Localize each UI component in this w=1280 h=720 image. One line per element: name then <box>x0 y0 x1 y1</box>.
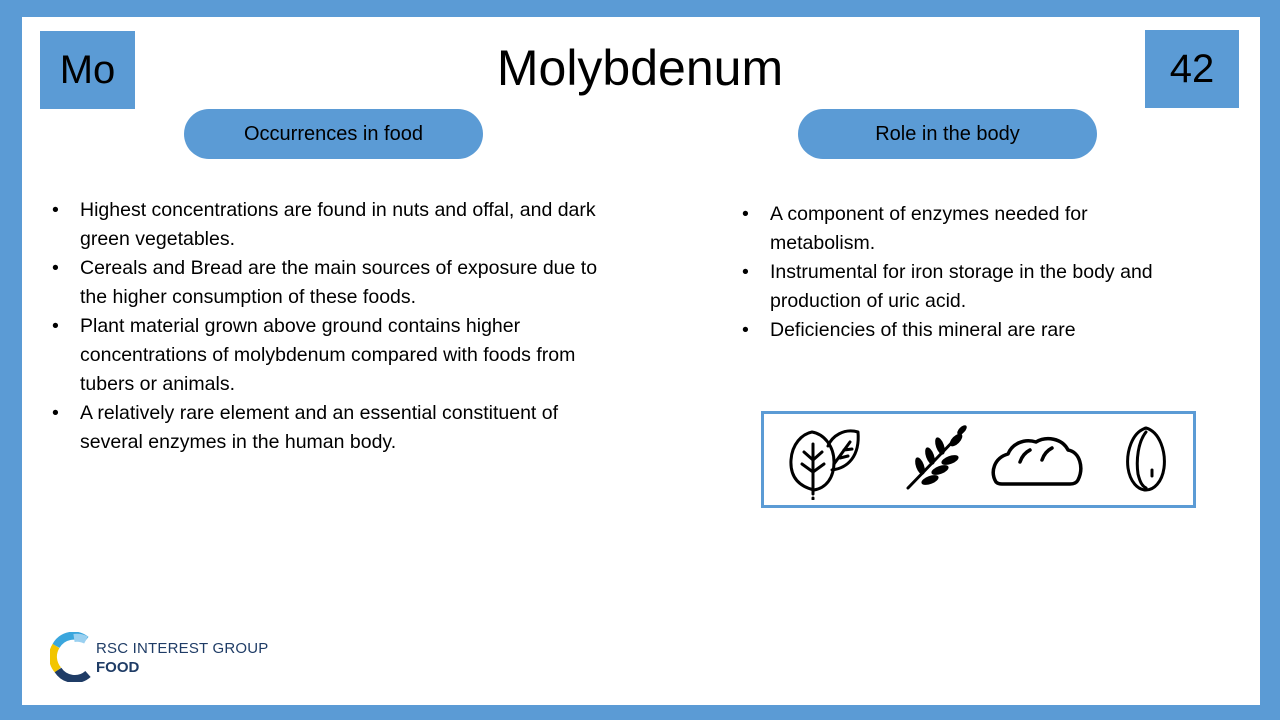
occurrences-heading-pill: Occurrences in food <box>184 109 483 159</box>
list-item: A component of enzymes needed for metabo… <box>740 200 1160 258</box>
bread-icon <box>991 436 1083 486</box>
rsc-logo: RSC INTEREST GROUP FOOD <box>50 632 290 682</box>
role-heading-pill: Role in the body <box>798 109 1097 159</box>
seed-icon <box>1126 426 1166 492</box>
leafy-greens-icon <box>789 429 860 500</box>
logo-line2: FOOD <box>96 659 140 676</box>
rsc-logo-mark-icon <box>50 632 91 682</box>
atomic-number-box: 42 <box>1145 30 1239 108</box>
page-title: Molybdenum <box>496 40 784 96</box>
list-item: Deficiencies of this mineral are rare <box>740 316 1160 345</box>
list-item: Highest concentrations are found in nuts… <box>50 196 625 254</box>
atomic-number: 42 <box>1169 46 1215 91</box>
wheat-icon <box>906 425 967 490</box>
occurrences-list: Highest concentrations are found in nuts… <box>50 196 625 457</box>
role-heading: Role in the body <box>875 122 1020 145</box>
list-item: Instrumental for iron storage in the bod… <box>740 258 1160 316</box>
list-item: A relatively rare element and an essenti… <box>50 399 625 457</box>
element-symbol: Mo <box>59 47 116 92</box>
occurrences-heading: Occurrences in food <box>244 122 423 145</box>
logo-line1: RSC INTEREST GROUP <box>96 640 269 657</box>
food-icons-frame <box>761 411 1196 508</box>
role-list: A component of enzymes needed for metabo… <box>740 200 1160 345</box>
element-symbol-box: Mo <box>40 31 135 109</box>
list-item: Cereals and Bread are the main sources o… <box>50 254 625 312</box>
list-item: Plant material grown above ground contai… <box>50 312 625 399</box>
